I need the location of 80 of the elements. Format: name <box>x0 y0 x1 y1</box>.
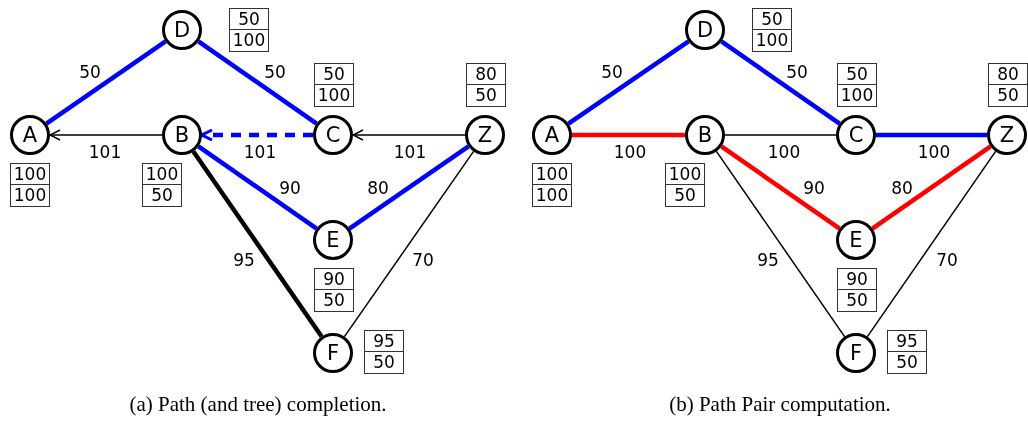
edge-line <box>191 150 324 338</box>
edge-label: 70 <box>936 251 958 269</box>
node-circle: F <box>313 333 353 373</box>
edge-label: 95 <box>757 251 779 269</box>
value-cell: 100 <box>142 163 182 185</box>
value-cell: 50 <box>665 185 705 207</box>
figure-caption: (b) Path Pair computation. <box>669 392 891 417</box>
node-circle: Z <box>987 115 1027 155</box>
edge-label: 50 <box>601 63 623 81</box>
edge-label: 50 <box>264 63 286 81</box>
edge-line <box>720 39 841 126</box>
value-cell: 95 <box>887 330 927 352</box>
node-circle: A <box>10 115 50 155</box>
edge-label: 100 <box>767 143 801 161</box>
value-cell: 100 <box>665 163 705 185</box>
value-cell: 95 <box>364 330 404 352</box>
edge-line <box>876 132 987 138</box>
figure-caption: (a) Path (and tree) completion. <box>129 392 387 417</box>
value-cell: 50 <box>229 8 269 30</box>
node-circle: C <box>313 115 353 155</box>
value-cell: 50 <box>837 290 877 312</box>
edge-line <box>567 39 690 126</box>
arrow <box>49 129 163 141</box>
arrow <box>200 128 313 142</box>
edge-line <box>720 144 841 231</box>
edge-label: 90 <box>279 179 301 197</box>
value-cell: 100 <box>229 30 269 52</box>
edge-label: 80 <box>891 179 913 197</box>
value-cell: 100 <box>314 85 354 107</box>
edge-line <box>45 39 167 126</box>
edge-line <box>866 150 997 338</box>
value-cell: 50 <box>752 8 792 30</box>
edge-label: 90 <box>803 179 825 197</box>
node-circle: B <box>162 115 202 155</box>
node-circle: A <box>532 115 572 155</box>
node-circle: E <box>836 220 876 260</box>
node-circle: C <box>836 115 876 155</box>
node-circle: F <box>836 333 876 373</box>
value-cell: 50 <box>988 85 1028 107</box>
edge-line <box>871 144 992 231</box>
edge-line <box>348 144 470 231</box>
edge-line <box>724 134 837 136</box>
edge-label: 95 <box>233 251 255 269</box>
node-circle: E <box>313 220 353 260</box>
edge-line <box>197 39 318 126</box>
node-circle: Z <box>465 115 505 155</box>
value-cell: 50 <box>314 63 354 85</box>
node-circle: D <box>162 10 202 50</box>
edge-label: 101 <box>88 143 122 161</box>
value-cell: 50 <box>837 63 877 85</box>
edge-label: 70 <box>412 251 434 269</box>
value-cell: 90 <box>314 268 354 290</box>
value-cell: 100 <box>10 185 50 207</box>
edge-label: 50 <box>786 63 808 81</box>
value-cell: 50 <box>314 290 354 312</box>
value-cell: 100 <box>837 85 877 107</box>
edge-line <box>715 150 846 338</box>
value-cell: 80 <box>466 63 506 85</box>
edge-line <box>197 144 318 231</box>
edge-label: 101 <box>243 143 277 161</box>
value-cell: 90 <box>837 268 877 290</box>
value-cell: 50 <box>364 352 404 374</box>
value-cell: 50 <box>466 85 506 107</box>
value-cell: 100 <box>10 163 50 185</box>
edge-line <box>572 132 685 138</box>
arrow <box>352 129 466 141</box>
value-cell: 50 <box>887 352 927 374</box>
edge-label: 100 <box>917 143 951 161</box>
value-cell: 100 <box>752 30 792 52</box>
edge-line <box>343 150 475 338</box>
edge-label: 80 <box>367 179 389 197</box>
value-cell: 80 <box>988 63 1028 85</box>
edge-label: 101 <box>393 143 427 161</box>
value-cell: 100 <box>532 163 572 185</box>
value-cell: 50 <box>142 185 182 207</box>
edge-label: 50 <box>79 63 101 81</box>
edge-label: 100 <box>613 143 647 161</box>
node-circle: B <box>685 115 725 155</box>
node-circle: D <box>685 10 725 50</box>
value-cell: 100 <box>532 185 572 207</box>
